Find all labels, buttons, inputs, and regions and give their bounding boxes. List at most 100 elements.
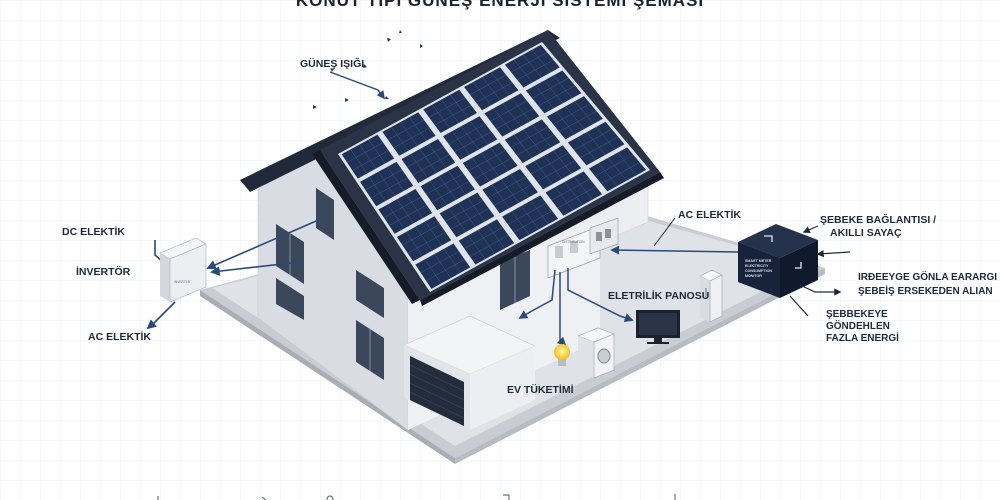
solar-cell-line: [432, 104, 450, 129]
solar-cell-line: [450, 94, 469, 119]
solar-cell-line: [428, 143, 447, 168]
solar-cell-line: [534, 160, 553, 185]
solar-cell-line: [469, 74, 507, 95]
solar-cell-line: [513, 59, 533, 83]
solar-cell-line: [513, 210, 553, 233]
solar-cell-line: [551, 178, 590, 201]
electric-panel: DISTRIBUTION: [547, 217, 619, 279]
solar-cell-line: [580, 136, 619, 158]
tv: [636, 310, 680, 344]
garage-door: [410, 356, 464, 426]
solar-cell-line: [368, 139, 386, 164]
solar-cell-line: [387, 119, 425, 141]
solar-cell-line: [577, 137, 597, 161]
sun-rays: [313, 30, 423, 109]
solar-cell-line: [510, 174, 529, 198]
solar-cell-line: [407, 232, 446, 254]
solar-cell-line: [346, 142, 384, 163]
solar-cell-line: [383, 196, 422, 218]
solar-cell-line: [350, 149, 368, 174]
solar-cell-line: [450, 208, 489, 230]
label-electric-panel: ELETRİLİK PANOSU: [608, 290, 710, 302]
panel-plate-text: DISTRIBUTION: [562, 240, 585, 244]
solar-cell-line: [415, 226, 433, 251]
solar-cell-line: [378, 171, 395, 197]
label-grid-export-2: GÖNDEHLEN: [826, 321, 890, 332]
solar-cell-line: [475, 82, 513, 103]
label-grid-export-1: ŞEBBEKEYE: [826, 309, 888, 320]
solar-cell-line: [464, 227, 503, 249]
solar-cell-line: [595, 126, 616, 150]
solar-cell-line: [426, 173, 464, 195]
solar-cell-line: [534, 85, 554, 109]
solar-cell-line: [420, 251, 460, 273]
solar-cell-line: [400, 121, 418, 146]
solar-cell-line: [607, 157, 627, 181]
meter-text-2: ELECTRICITY: [745, 264, 769, 268]
solar-cell-line: [448, 123, 486, 145]
solar-cell-line: [402, 224, 441, 246]
solar-cell-line: [536, 160, 576, 182]
solar-cell-line: [493, 108, 512, 132]
solar-cell-line: [410, 153, 428, 178]
solar-cell-line: [559, 110, 597, 132]
solar-cell-line: [564, 181, 583, 206]
solar-cell-line: [598, 163, 618, 187]
solar-cell-line: [470, 121, 489, 145]
grid-arrows: [789, 225, 851, 317]
label-ac-current-right: AC ELEKTİK: [678, 209, 741, 221]
solar-cell-line: [511, 98, 531, 122]
light-bulb: [554, 344, 570, 366]
solar-cell-line: [543, 155, 563, 179]
diagram-title: KONUT TİPİ GÜNEŞ ENERJİ SİSTEMİ ŞEMASI: [295, 0, 705, 10]
label-sunlight: GÜNEŞ IŞIĞI: [300, 58, 365, 70]
solar-cell-line: [531, 77, 569, 99]
solar-cell-line: [409, 116, 427, 141]
solar-cell-line: [487, 224, 505, 249]
solar-cell-line: [471, 157, 490, 182]
solar-cell-line: [445, 200, 484, 222]
solar-cell-line: [461, 126, 479, 150]
smart-meter: SMART METER ELECTRICITY CONSUMPTION MONI…: [738, 224, 818, 298]
solar-cell-line: [601, 162, 640, 184]
label-grid-connection-2: AKILLI SAYAÇ: [830, 227, 902, 239]
solar-cell-line: [544, 80, 564, 104]
solar-cell-line: [406, 194, 423, 219]
solar-cell-line: [491, 184, 510, 209]
solar-cell-line: [426, 259, 465, 281]
solar-cell-line: [406, 231, 423, 257]
solar-cell-line: [573, 129, 612, 151]
fridge: [699, 269, 723, 323]
solar-cell-line: [434, 253, 452, 279]
solar-cell-line: [458, 202, 476, 227]
washing-machine: [577, 327, 615, 379]
solar-cell-line: [531, 152, 570, 175]
solar-cell-line: [428, 97, 466, 118]
solar-cell-line: [352, 150, 389, 171]
solar-cell-line: [454, 131, 492, 153]
solar-cell-line: [502, 103, 521, 127]
solar-cell-line: [370, 177, 408, 199]
garage: [403, 315, 536, 430]
solar-cell-line: [396, 199, 414, 224]
solar-cell-line: [554, 187, 574, 211]
window-front-mid: [356, 270, 384, 318]
label-grid-import-1: IRĐEEYGE GÖNLA EARARGI: [858, 272, 998, 283]
solar-cell-line: [501, 179, 519, 203]
label-home-consumption: EV TÜKETİMİ: [507, 384, 574, 396]
solar-cell-line: [424, 221, 442, 246]
solar-cell-line: [429, 181, 447, 206]
meter-text-1: SMART METER: [745, 259, 772, 263]
solar-cell-line: [481, 152, 499, 177]
solar-cell-line: [538, 85, 576, 107]
solar-cell-line: [393, 127, 430, 149]
solar-cell-line: [468, 150, 506, 172]
solar-cell-line: [443, 248, 461, 273]
solar-cell-line: [507, 203, 547, 225]
label-ac-current-left: AC ELEKTİK: [88, 331, 151, 343]
solar-cell-line: [490, 72, 510, 96]
solar-cell-line: [441, 99, 459, 124]
solar-cell-line: [391, 126, 409, 151]
inverter-plate-text: INVERTER: [174, 280, 191, 284]
